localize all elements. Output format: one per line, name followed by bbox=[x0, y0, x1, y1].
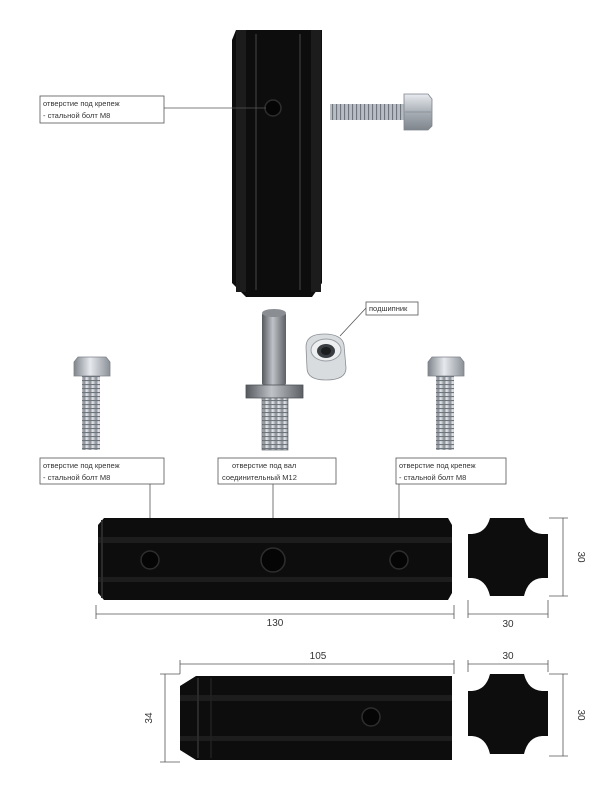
top-hole-label-1: отверстие под крепеж bbox=[43, 99, 120, 108]
dimension-section-30-vertical: 30 bbox=[549, 517, 586, 597]
callout-top-hole: отверстие под крепеж - стальной болт М8 bbox=[39, 95, 266, 124]
callout-right-hole: отверстие под крепеж - стальной болт М8 bbox=[395, 457, 507, 557]
dimension-34: 34 bbox=[144, 673, 180, 763]
short-bar-section-width: 30 bbox=[502, 651, 514, 662]
cross-section-bottom bbox=[468, 674, 548, 754]
bearing bbox=[305, 333, 347, 381]
right-hole-label-1: отверстие под крепеж bbox=[399, 461, 476, 470]
bearing-label: подшипник bbox=[369, 304, 408, 313]
dimension-bottom-30-horizontal: 30 bbox=[467, 651, 549, 672]
top-bolt-hole bbox=[264, 99, 282, 117]
callout-shaft-hole: отверстие под вал соединительный М12 bbox=[217, 457, 337, 557]
shaft-hole bbox=[260, 547, 286, 573]
short-bar-length: 105 bbox=[310, 651, 327, 662]
short-bar-section-height: 30 bbox=[575, 709, 586, 721]
long-bar-length: 130 bbox=[267, 618, 284, 629]
dimension-130: 130 bbox=[95, 605, 455, 629]
vertical-profile bbox=[232, 30, 322, 297]
shaft-hole-label-2: соединительный М12 bbox=[222, 473, 297, 482]
long-bar-section-height: 30 bbox=[575, 551, 586, 563]
short-bar-hole bbox=[361, 707, 381, 727]
left-bolt-hole bbox=[140, 550, 160, 570]
right-bolt-hole bbox=[389, 550, 409, 570]
right-vertical-bolt bbox=[427, 356, 465, 450]
left-vertical-bolt bbox=[73, 356, 111, 450]
dimension-105: 105 bbox=[179, 651, 455, 674]
connecting-shaft bbox=[245, 309, 304, 451]
shaft-hole-label-1: отверстие под вал bbox=[232, 461, 296, 470]
short-profile-bar bbox=[180, 676, 452, 760]
long-profile-bar bbox=[98, 518, 452, 600]
top-hole-label-2: - стальной болт М8 bbox=[43, 111, 110, 120]
right-hole-label-2: - стальной болт М8 bbox=[399, 473, 466, 482]
left-hole-label-1: отверстие под крепеж bbox=[43, 461, 120, 470]
short-bar-height: 34 bbox=[144, 712, 155, 724]
dimension-bottom-30-vertical: 30 bbox=[549, 673, 586, 757]
cross-section-top bbox=[468, 518, 548, 596]
callout-bearing: подшипник bbox=[339, 301, 419, 337]
dimension-section-30-horizontal: 30 bbox=[467, 600, 549, 630]
long-bar-section-width: 30 bbox=[502, 619, 514, 630]
horizontal-bolt bbox=[330, 93, 433, 131]
left-hole-label-2: - стальной болт М8 bbox=[43, 473, 110, 482]
